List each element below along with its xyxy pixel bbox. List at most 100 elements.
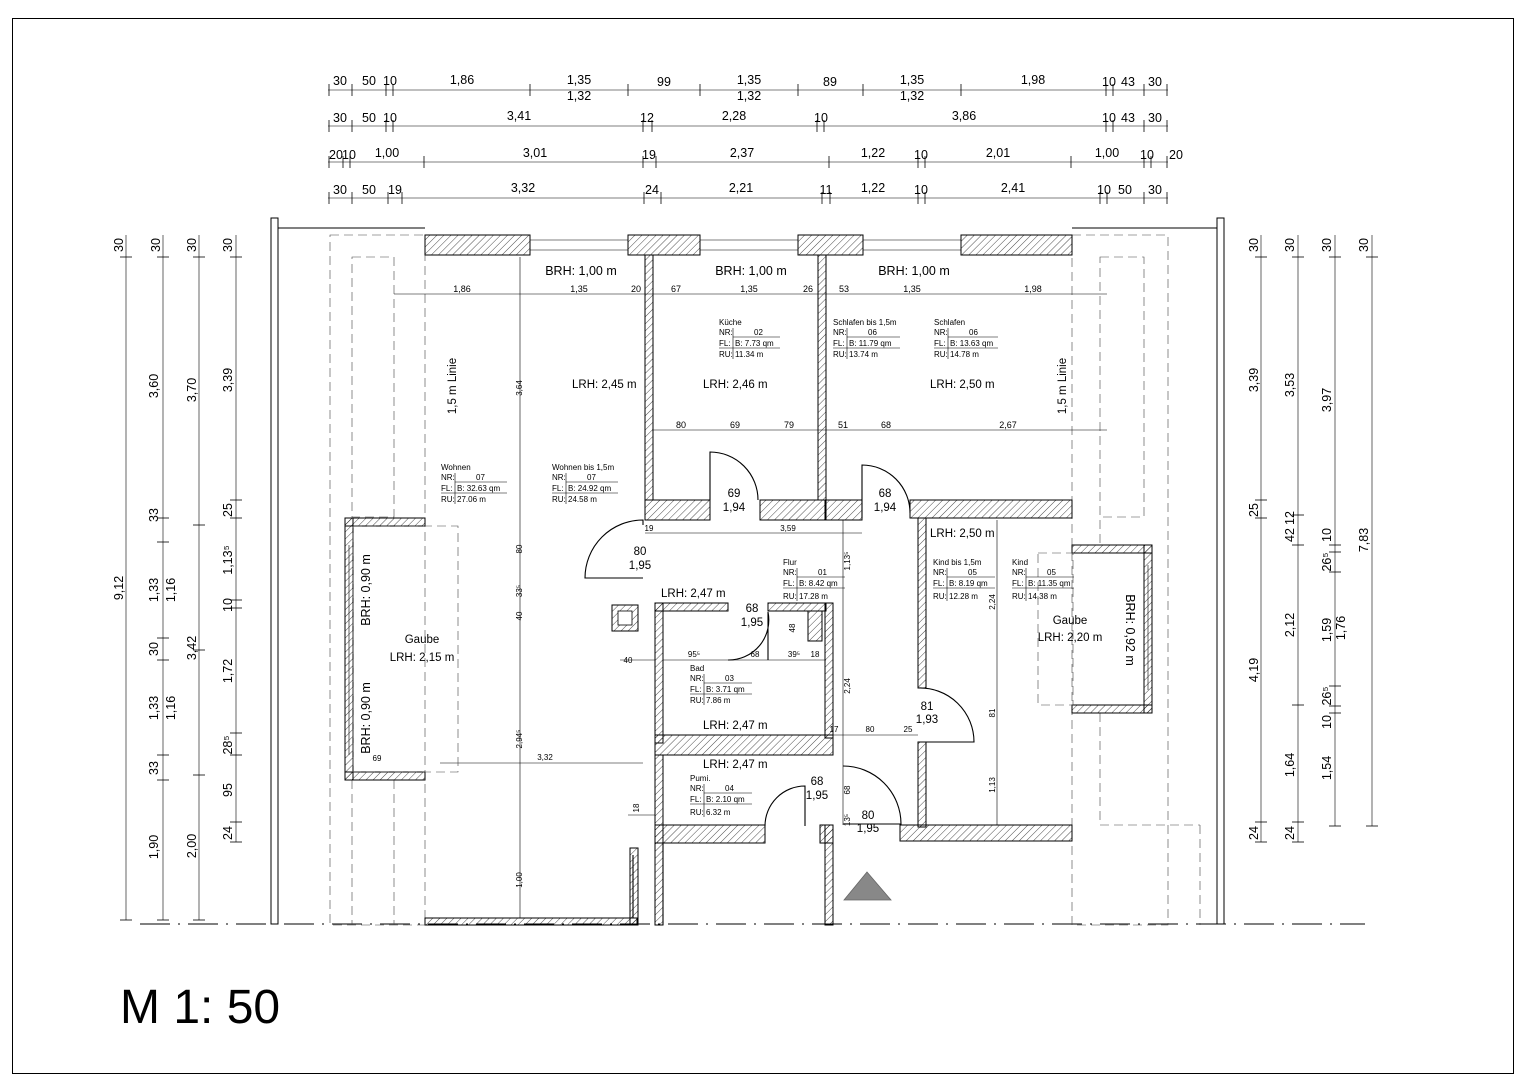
svg-text:B: 24.92 qm: B: 24.92 qm bbox=[568, 484, 611, 493]
dim-label: 1,16 bbox=[164, 696, 178, 720]
dim-label: 10 bbox=[814, 111, 828, 125]
dim-label: 1,33 bbox=[147, 696, 161, 720]
dim-label: 3,60 bbox=[147, 374, 161, 398]
dim-label: 43 bbox=[1121, 75, 1135, 89]
dim-label: 10 bbox=[1097, 183, 1111, 197]
svg-text:NR:: NR: bbox=[441, 473, 455, 482]
gaube-outlines bbox=[352, 525, 1074, 773]
dim-label: 3,41 bbox=[507, 109, 531, 123]
dim-label: 1,90 bbox=[147, 835, 161, 859]
dim-label: 2,24 bbox=[843, 678, 852, 694]
room-stamp-schlafen: Schlafen NR:06 FL:B: 13.63 qm RU:14.78 m bbox=[934, 318, 998, 359]
svg-text:BRH: 0,90 m: BRH: 0,90 m bbox=[359, 554, 373, 626]
svg-text:06: 06 bbox=[868, 328, 877, 337]
svg-text:1,95: 1,95 bbox=[629, 560, 651, 572]
room-stamp-kueche: Küche NR:02 FL:B: 7.73 qm RU:11.34 m bbox=[719, 318, 780, 359]
svg-text:68: 68 bbox=[879, 488, 892, 500]
dim-label: 80 bbox=[676, 420, 686, 430]
dim-label: 89 bbox=[823, 75, 837, 89]
dim-label: 25 bbox=[221, 503, 235, 517]
dim-label: 19 bbox=[388, 183, 402, 197]
svg-text:04: 04 bbox=[725, 784, 734, 793]
room-stamp-kind-15: Kind bis 1,5m NR:05 FL:B: 8.19 qm RU:12.… bbox=[933, 558, 995, 601]
dim-label: 30 bbox=[1148, 111, 1162, 125]
svg-text:Gaube: Gaube bbox=[1053, 615, 1088, 627]
svg-text:NR:: NR: bbox=[690, 784, 704, 793]
svg-text:LRH: 2,15 m: LRH: 2,15 m bbox=[390, 652, 455, 664]
svg-text:1,95: 1,95 bbox=[741, 617, 763, 629]
dim-label: 68 bbox=[843, 785, 852, 794]
svg-text:FL:: FL: bbox=[934, 339, 946, 348]
dim-label: 3,32 bbox=[537, 753, 553, 762]
room-stamp-flur: Flur NR:01 FL:B: 8.42 qm RU:17.28 m bbox=[783, 558, 845, 601]
dim-label: 18 bbox=[632, 803, 641, 812]
svg-text:RU:: RU: bbox=[934, 350, 948, 359]
svg-text:RU:: RU: bbox=[690, 808, 704, 817]
svg-text:Gaube: Gaube bbox=[405, 634, 440, 646]
dim-label: 2,12 bbox=[1283, 613, 1297, 637]
gaube-right: Gaube LRH: 2,20 m BRH: 0,92 m bbox=[1038, 594, 1137, 666]
dim-label: 17 bbox=[830, 725, 839, 734]
svg-text:07: 07 bbox=[587, 473, 596, 482]
svg-text:Kind bis 1,5m: Kind bis 1,5m bbox=[933, 558, 982, 567]
svg-text:02: 02 bbox=[754, 328, 763, 337]
svg-text:1,94: 1,94 bbox=[874, 502, 897, 514]
svg-text:B: 8.42 qm: B: 8.42 qm bbox=[799, 579, 838, 588]
dim-label: 26 bbox=[803, 284, 813, 294]
dim-label: 1,00 bbox=[1095, 146, 1119, 160]
svg-text:Flur: Flur bbox=[783, 558, 797, 567]
dim-label: 50 bbox=[362, 183, 376, 197]
dim-label: 1,86 bbox=[453, 284, 471, 294]
dim-label: 3,32 bbox=[511, 181, 535, 195]
dim-label: 3,42 bbox=[185, 636, 199, 660]
dim-label: 33 bbox=[147, 761, 161, 775]
dim-label: 3,97 bbox=[1320, 388, 1334, 412]
dim-label: 20 bbox=[631, 284, 641, 294]
room-stamp-schlafen-15: Schlafen bis 1,5m NR:06 FL:B: 11.79 qm R… bbox=[833, 318, 900, 359]
svg-text:FL:: FL: bbox=[1012, 579, 1024, 588]
svg-text:12.28 m: 12.28 m bbox=[949, 592, 978, 601]
scale-label: M 1: 50 bbox=[120, 981, 281, 1034]
dim-label: 40 bbox=[515, 611, 524, 620]
svg-text:RU:: RU: bbox=[783, 592, 797, 601]
dim-label: 51 bbox=[838, 420, 848, 430]
dim-label: 69 bbox=[373, 754, 382, 763]
door-swings bbox=[584, 451, 975, 827]
dim-label: 48 bbox=[788, 623, 797, 632]
dim-label: 3,70 bbox=[185, 378, 199, 402]
dim-label: 69 bbox=[730, 420, 740, 430]
dim-label: 1,76 bbox=[1334, 616, 1348, 640]
dim-label: 28⁵ bbox=[221, 735, 235, 754]
dim-label: 25 bbox=[904, 725, 913, 734]
dim-label: 10 bbox=[1140, 148, 1154, 162]
dim-label: 2,41 bbox=[1001, 181, 1025, 195]
dim-label: 30 bbox=[1148, 183, 1162, 197]
dim-label: 7,83 bbox=[1357, 528, 1371, 552]
dim-label: 1,13⁵ bbox=[221, 545, 235, 575]
dim-label: 1,00 bbox=[515, 872, 524, 888]
dim-label: 42 bbox=[1283, 528, 1297, 542]
svg-text:FL:: FL: bbox=[690, 795, 702, 804]
svg-text:B: 32.63 qm: B: 32.63 qm bbox=[457, 484, 500, 493]
svg-text:Schlafen bis 1,5m: Schlafen bis 1,5m bbox=[833, 318, 897, 327]
dim-label: 1,35 bbox=[570, 284, 588, 294]
dim-label: 2,24 bbox=[988, 594, 997, 610]
svg-text:1,95: 1,95 bbox=[857, 823, 879, 835]
room-stamp-kind: Kind NR:05 FL:B: 11.35 qm RU:14.38 m bbox=[1012, 558, 1074, 601]
dim-label: 33⁵ bbox=[515, 585, 524, 597]
dim-label: 95⁵ bbox=[688, 650, 700, 659]
dim-label: 2,67 bbox=[999, 420, 1017, 430]
svg-text:69: 69 bbox=[728, 488, 741, 500]
dim-label: 12 bbox=[1283, 511, 1297, 525]
dim-label: 3,64 bbox=[515, 380, 524, 396]
svg-text:Wohnen bis 1,5m: Wohnen bis 1,5m bbox=[552, 463, 614, 472]
svg-text:NR:: NR: bbox=[783, 568, 797, 577]
dim-label: 43 bbox=[1121, 111, 1135, 125]
dim-label: 30 bbox=[185, 238, 199, 252]
dim-label: 10 bbox=[1102, 111, 1116, 125]
dim-label: 1,35 bbox=[737, 73, 761, 87]
dim-label: 3,86 bbox=[952, 109, 976, 123]
dim-label: 68 bbox=[751, 650, 760, 659]
dim-label: 1,22 bbox=[861, 146, 885, 160]
svg-text:FL:: FL: bbox=[719, 339, 731, 348]
